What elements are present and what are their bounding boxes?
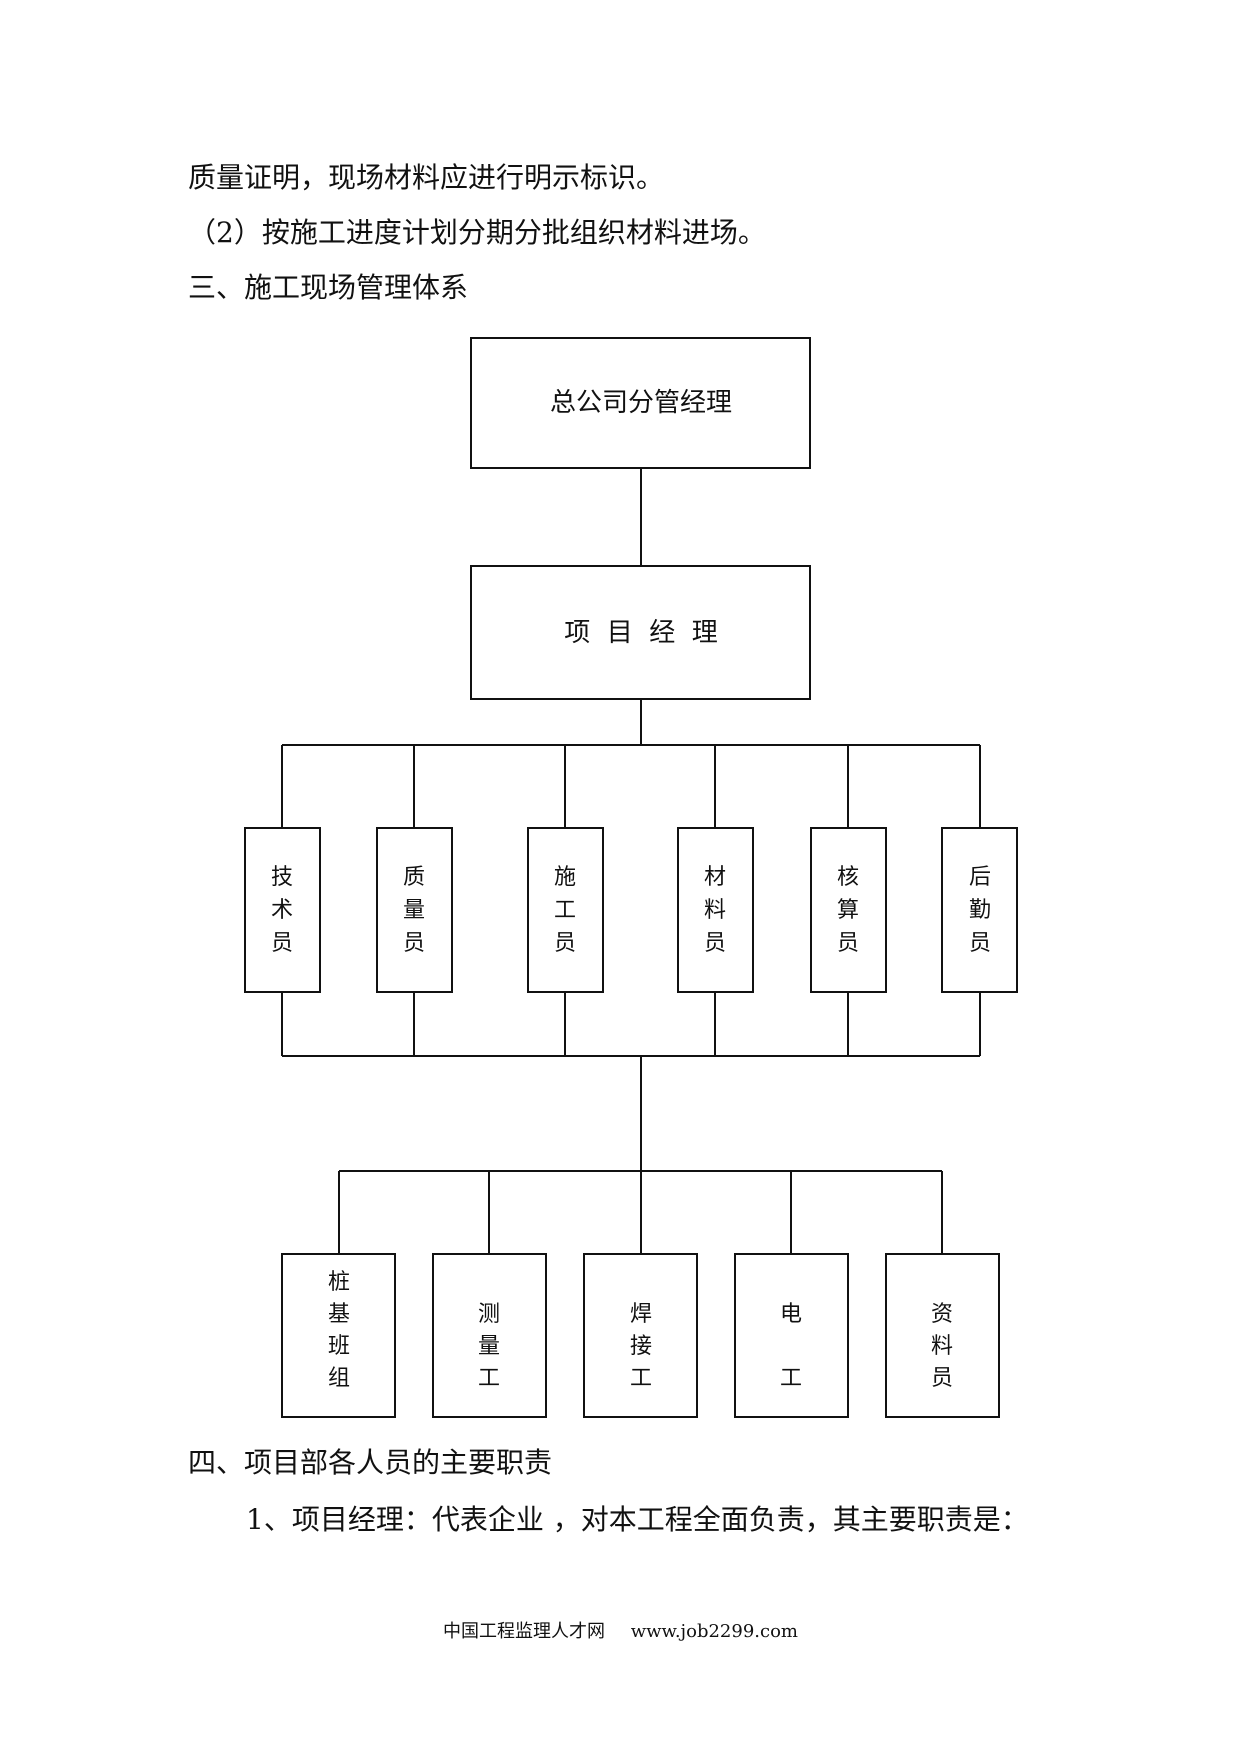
section-heading-4: 四、项目部各人员的主要职责 (188, 1446, 553, 1479)
staff-label-6: 后勤员 (969, 865, 991, 956)
org-manager-label: 项 目 经 理 (564, 618, 718, 648)
staff-label-2: 质量员 (403, 865, 425, 956)
worker-box-2 (432, 1253, 547, 1418)
staff-label-4: 材料员 (704, 865, 726, 956)
worker-box-3 (583, 1253, 698, 1418)
footer-site-name: 中国工程监理人才网 (443, 1621, 605, 1642)
worker-label-5: 资料员 (931, 1302, 953, 1391)
staff-label-3: 施工员 (554, 865, 576, 956)
section-heading-3: 三、施工现场管理体系 (188, 271, 469, 304)
body-item-1: 1、项目经理：代表企业 ，对本工程全面负责，其主要职责是： (246, 1503, 1029, 1536)
worker-label-2: 测量工 (478, 1302, 500, 1391)
staff-label-1: 技术员 (271, 865, 293, 956)
worker-box-5 (885, 1253, 1000, 1418)
body-line-1: 质量证明，现场材料应进行明示标识。 (188, 161, 665, 194)
worker-label-1: 桩基班组 (328, 1270, 350, 1391)
staff-label-5: 核算员 (837, 865, 859, 956)
body-line-2: （2）按施工进度计划分期分批组织材料进场。 (188, 216, 766, 249)
worker-label-3: 焊接工 (630, 1302, 652, 1391)
footer-url[interactable]: www.job2299.com (630, 1621, 798, 1642)
footer: 中国工程监理人才网 www.job2299.com (0, 1617, 1241, 1643)
worker-box-4 (734, 1253, 849, 1418)
org-top-label: 总公司分管经理 (550, 388, 732, 418)
worker-box-1 (281, 1253, 396, 1418)
worker-label-4: 电工 (780, 1302, 802, 1391)
